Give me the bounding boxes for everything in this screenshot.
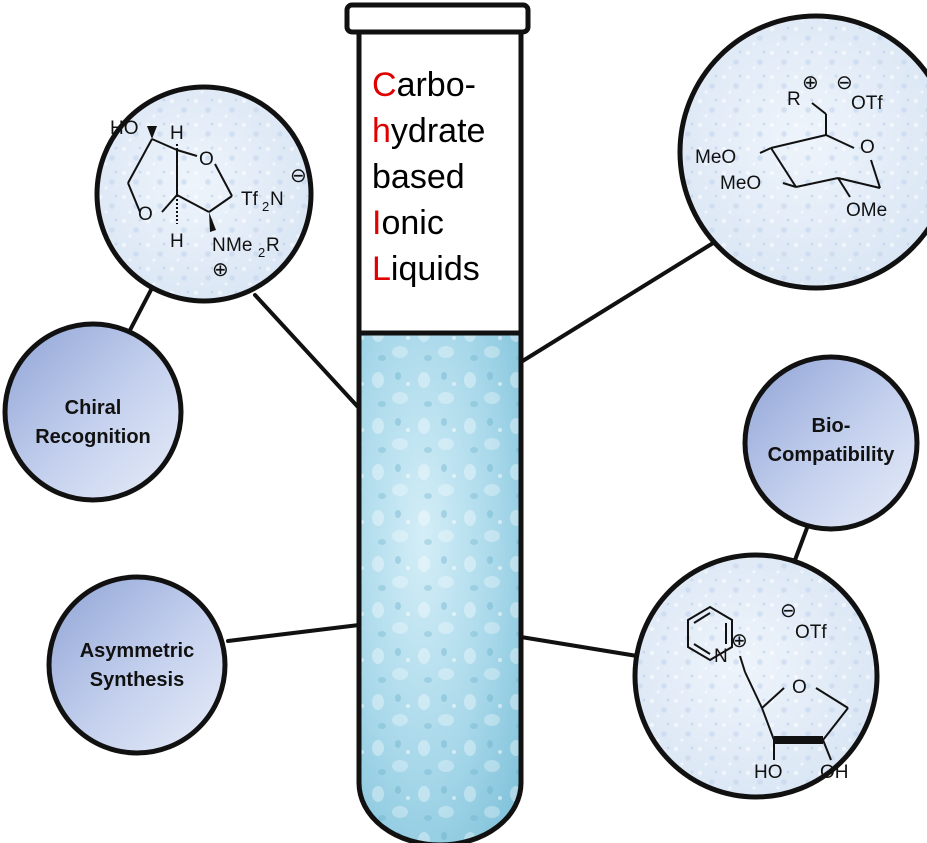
connector-chiral-to-isosorbide (126, 286, 154, 336)
bubble-chiral-recognition (2, 321, 184, 503)
tube-rim (344, 2, 531, 35)
title-line-2: hydrate (372, 108, 522, 154)
rib-label-oh: OH (820, 762, 849, 783)
title-line-3: based (372, 154, 522, 200)
glc-label-ome: OMe (846, 200, 887, 221)
asym-line-1: Asymmetric (79, 640, 195, 662)
title-initial-h: h (372, 112, 391, 150)
connector-asymmetric-to-tube (226, 623, 361, 643)
iso-label-n-anion: N (270, 189, 284, 210)
title-initial-i: I (372, 204, 382, 242)
title-rest-2: ydrate (390, 112, 486, 150)
glc-label-minus: ⊖ (836, 72, 853, 94)
connector-tube-to-ribose (519, 635, 639, 658)
chiral-line-2: Recognition (35, 426, 151, 448)
bubble-asymmetric-synthesis (46, 574, 228, 756)
title-rest-3: based (372, 158, 465, 196)
rib-label-ho: HO (754, 762, 783, 783)
connector-glucose-to-tube (519, 238, 720, 364)
iso-label-h-top: H (170, 123, 184, 144)
title-line-1: Carbo- (372, 62, 522, 108)
iso-label-ho: HO (110, 118, 139, 139)
glc-label-otf: OTf (851, 93, 883, 114)
iso-label-o-right: O (199, 149, 214, 170)
iso-label-tf-sub: 2 (262, 199, 269, 214)
bubble-bio-compatibility (742, 354, 920, 532)
title-initial-c: C (372, 66, 397, 104)
label-asymmetric-synthesis: Asymmetric Synthesis (49, 637, 225, 695)
iso-label-n-cation: N (212, 235, 226, 256)
rib-label-o-ring: O (792, 677, 807, 698)
title-initial-l: L (372, 250, 391, 288)
connector-isosorbide-to-tube (253, 293, 360, 409)
molecule-isosorbide (94, 84, 314, 304)
iso-label-me-sub: 2 (258, 245, 265, 260)
title-line-4: Ionic (372, 200, 522, 246)
glc-label-o-ring: O (860, 137, 875, 158)
molecule-glucose (677, 13, 927, 291)
asym-line-2: Synthesis (89, 669, 185, 691)
glc-label-plus: ⊕ (802, 72, 819, 94)
label-chiral-recognition: Chiral Recognition (5, 394, 181, 452)
title-rest-5: iquids (390, 250, 480, 288)
iso-label-o-left: O (138, 204, 153, 225)
molecule-ribose (632, 552, 880, 800)
glc-label-r: R (787, 89, 801, 110)
tube-title: Carbo- hydrate based Ionic Liquids (372, 62, 522, 292)
rib-label-otf: OTf (795, 622, 827, 643)
bio-line-1: Bio- (811, 415, 851, 437)
test-tube (344, 2, 531, 843)
rib-label-plus: ⊕ (731, 630, 748, 652)
glc-label-meo-2: MeO (720, 173, 761, 194)
iso-label-minus: ⊖ (290, 165, 307, 187)
iso-label-tf: Tf (241, 189, 259, 210)
molecule-labels: HO H H O O Tf 2 N N Me 2 R ⊖ ⊕ R ⊕ ⊖ OTf… (110, 72, 887, 783)
iso-label-me: Me (226, 235, 252, 256)
rib-label-minus: ⊖ (780, 600, 797, 622)
label-bio-compatibility: Bio- Compatibility (743, 412, 919, 470)
bio-line-2: Compatibility (767, 444, 895, 466)
iso-label-r: R (266, 235, 280, 256)
iso-label-plus: ⊕ (212, 259, 229, 281)
title-rest-1: arbo- (396, 66, 476, 104)
iso-label-h-bottom: H (170, 231, 184, 252)
glc-label-meo-1: MeO (695, 147, 736, 168)
chiral-line-1: Chiral (64, 397, 122, 419)
rib-label-n: N (714, 646, 728, 667)
title-rest-4: onic (381, 204, 444, 242)
title-line-5: Liquids (372, 246, 522, 292)
connector-lines (126, 238, 809, 658)
